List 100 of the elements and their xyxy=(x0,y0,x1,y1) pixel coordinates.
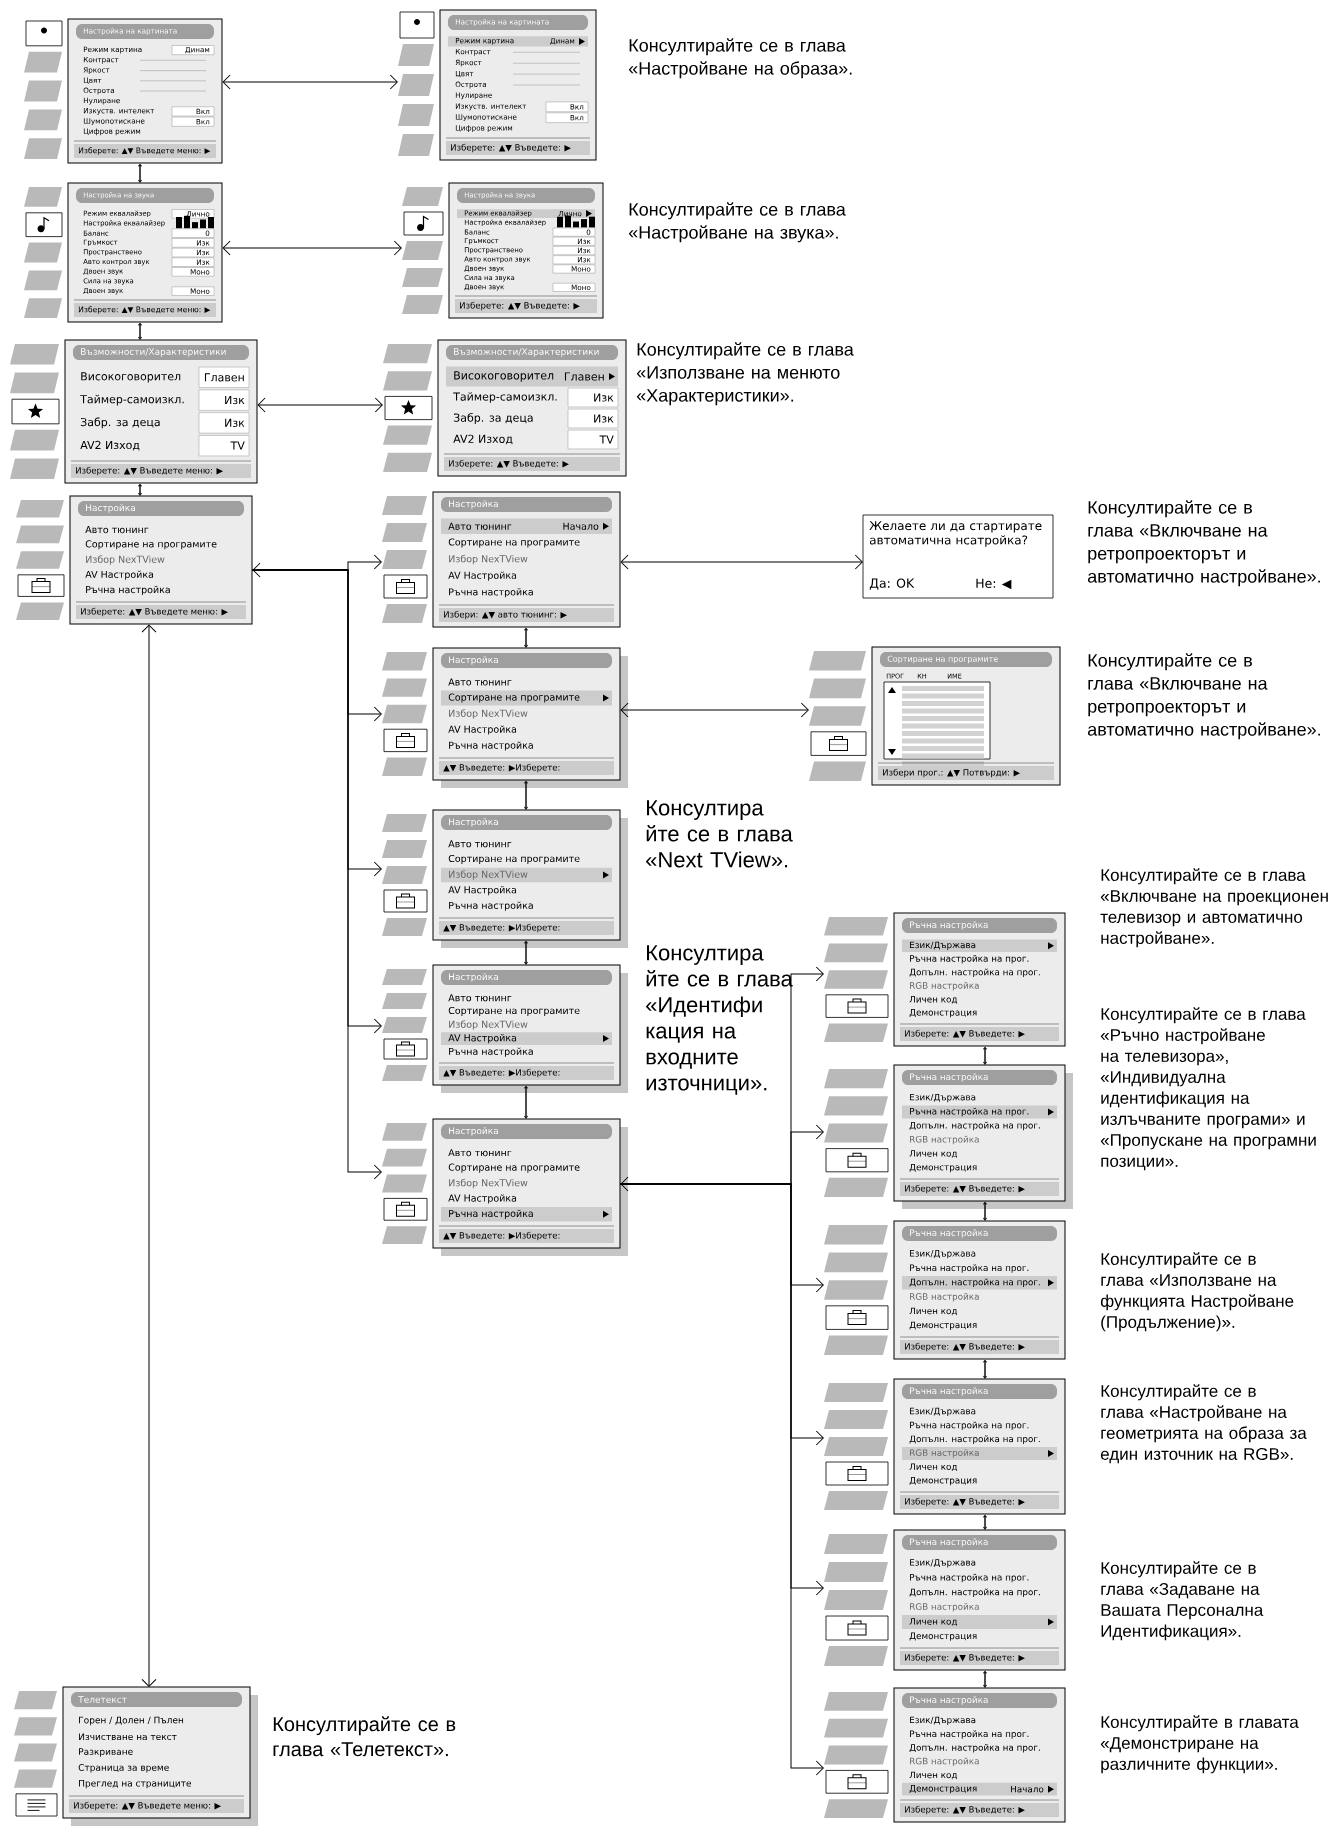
menu-item: Демонстрация xyxy=(909,1785,977,1794)
menu-item: Сортиране на програмите xyxy=(448,1006,580,1016)
arrow xyxy=(524,780,528,810)
arrow xyxy=(983,1359,987,1379)
menu-item: Личен код xyxy=(909,1463,958,1472)
menu-screen xyxy=(383,339,627,477)
arrow xyxy=(138,483,142,496)
menu-title: Ръчна настройка xyxy=(910,1073,988,1082)
menu-item: AV2 Изход xyxy=(80,440,140,451)
hint-bar: Изберете: ▲▼ Въведете меню: ▶ xyxy=(71,464,251,478)
menu-item: Сортиране на програмите xyxy=(448,538,580,548)
menu-title: Настройка xyxy=(449,656,498,665)
hint-bar: Избери: ▲▼ авто тюнинг: ▶ xyxy=(439,608,614,622)
menu-screen xyxy=(824,1064,1073,1209)
arrow xyxy=(222,240,402,256)
menu-title: Телетекст xyxy=(78,1696,127,1703)
menu-item: RGB настройка xyxy=(910,1757,979,1767)
arrow xyxy=(983,1514,987,1530)
menu-item: Език/Държава xyxy=(910,941,976,950)
menu-item: Избор NexTView xyxy=(449,1178,528,1189)
menu-item: Ръчна настройка xyxy=(449,901,533,911)
arrow xyxy=(138,163,142,183)
hint-bar: Избери прог.: ▲▼ Потвърди: ▶ xyxy=(878,766,1054,780)
menu-item: Демонстрация xyxy=(909,1163,977,1173)
hint-bar: ▲▼ Въведете: ▶Изберете: xyxy=(439,921,614,935)
menu-title: Сортиране на програмите xyxy=(887,655,998,664)
hint-bar: Изберете: ▲▼ Въведете меню: ▶ xyxy=(69,1799,244,1813)
hint-bar: Изберете: ▲▼ Въведете: ▶ xyxy=(900,1495,1059,1509)
menu-item: Допълн. настройка на прог. xyxy=(909,1588,1040,1597)
dialog-option: Да: OK xyxy=(869,578,915,590)
hint-bar: Изберете: ▲▼ Въведете: ▶ xyxy=(900,1340,1059,1354)
arrow xyxy=(983,1670,987,1688)
menu-item: Допълн. настройка на прог. xyxy=(909,1435,1040,1444)
menu-item: Ръчна настройка xyxy=(449,1209,533,1219)
menu-item: Ръчна настройка на прог. xyxy=(910,1730,1029,1739)
menu-item: Език/Държава xyxy=(910,1716,976,1725)
reference-note: Консултирайте се в глава «Настройване на геометрията на образа за един източник на RGB». xyxy=(1100,1384,1307,1464)
menu-value: Главен xyxy=(564,372,604,381)
menu-item: Разкриване xyxy=(79,1748,133,1757)
menu-item: Страница за време xyxy=(78,1764,169,1773)
menu-screen xyxy=(824,912,1066,1047)
hint-bar: ▲▼ Въведете: ▶Изберете: xyxy=(439,761,614,775)
menu-item: Демонстрация xyxy=(909,1632,977,1641)
reference-note: Консултирайте се в глава «Настройване на звука». xyxy=(628,202,846,243)
menu-item: Високоговорител xyxy=(454,371,554,382)
menu-item: Избор NexTView xyxy=(449,709,528,719)
dialog-option: Не: ◀ xyxy=(976,578,1012,590)
reference-note: Консултира йте се в глава «Next TView». xyxy=(646,800,793,868)
menu-item: AV Настройка xyxy=(448,725,517,735)
arrow xyxy=(251,569,382,1180)
menu-item: Допълн. настройка на прог. xyxy=(909,968,1040,978)
menu-item: Личен код xyxy=(909,1771,958,1780)
menu-screen xyxy=(24,182,223,323)
menu-screen xyxy=(402,182,604,319)
menu-item: Ръчна настройка xyxy=(86,585,170,595)
hint-bar: Изберете: ▲▼ Въведете: ▶ xyxy=(900,1651,1059,1665)
menu-title: Възможности/Характеристики xyxy=(454,348,599,357)
menu-item: Език/Държава xyxy=(910,1250,976,1259)
value-field: Изк xyxy=(198,412,250,434)
arrow xyxy=(619,1183,824,1776)
menu-screen xyxy=(382,1118,628,1256)
menu-item: Допълн. настройка на прог. xyxy=(909,1278,1040,1288)
dialog-text: Желаете ли да стартирате автоматична нсатройка? xyxy=(869,521,1042,547)
menu-item: AV2 Изход xyxy=(453,434,513,445)
menu-screen xyxy=(382,809,628,948)
value-field: TV xyxy=(567,429,619,450)
menu-title: Настройка xyxy=(449,818,498,827)
menu-item: Авто тюнинг xyxy=(448,1149,512,1157)
reference-note: Консултира йте се в глава «Идентифи кация на входните източници». xyxy=(646,945,793,1095)
menu-screen xyxy=(824,1687,1066,1823)
menu-item: Ръчна настройка на прог. xyxy=(910,1264,1029,1273)
menu-item: Демонстрация xyxy=(909,1009,977,1018)
reference-note: Консултирайте се в глава «Използване на функцията Настройване (Продължение)». xyxy=(1100,1252,1294,1332)
hint-bar: Изберете: ▲▼ Въведете: ▶ xyxy=(900,1027,1059,1041)
arrow xyxy=(222,74,398,90)
arrow xyxy=(257,397,383,413)
menu-item: Авто тюнинг xyxy=(448,994,512,1002)
menu-item: Личен код xyxy=(909,1307,958,1316)
menu-item: Избор NexTView xyxy=(449,870,528,880)
hint-bar: Изберете: ▲▼ Въведете: ▶ xyxy=(900,1803,1059,1817)
menu-item: AV Настройка xyxy=(448,1034,517,1044)
arrow xyxy=(983,1046,987,1065)
menu-item: Преглед на страниците xyxy=(79,1779,191,1789)
menu-title: Ръчна настройка xyxy=(910,1538,988,1547)
menu-item: Избор NexTView xyxy=(449,554,528,565)
menu-screen xyxy=(824,1378,1066,1515)
reference-note: Консултирайте се в глава «Телетекст». xyxy=(273,1716,456,1757)
arrow xyxy=(983,1201,987,1221)
menu-screen xyxy=(382,647,628,788)
menu-item: Ръчна настройка на прог. xyxy=(910,1573,1029,1583)
menu-item: Високоговорител xyxy=(81,372,181,383)
menu-item: Избор NexTView xyxy=(86,555,165,565)
menu-item: Демонстрация xyxy=(909,1321,977,1330)
menu-title: Ръчна настройка xyxy=(910,1229,988,1238)
menu-item: RGB настройка xyxy=(910,1292,979,1302)
menu-item: Избор NexTView xyxy=(449,1020,528,1030)
menu-item: Личен код xyxy=(909,996,958,1004)
hint-bar: Изберете: ▲▼ Въведете: ▶ xyxy=(455,299,597,313)
dialog-box xyxy=(862,514,1054,599)
menu-item: Ръчна настройка на прог. xyxy=(910,954,1029,964)
